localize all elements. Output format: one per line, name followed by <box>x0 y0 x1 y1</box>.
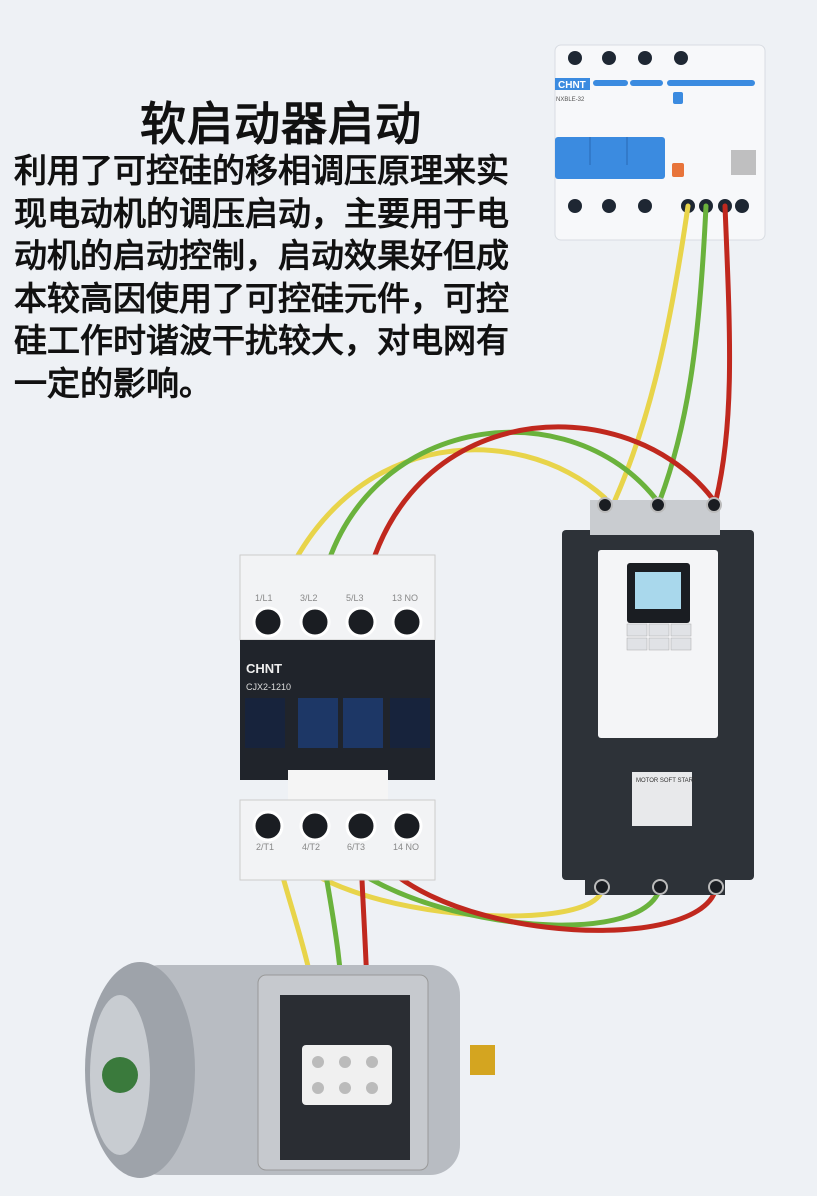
breaker-brand: CHNT <box>558 80 586 91</box>
description-line: 利用了可控硅的移相调压原理来实 <box>14 151 509 190</box>
nameplate: MOTOR SOFT START <box>636 778 697 784</box>
test-button[interactable] <box>672 163 684 177</box>
terminal-label: 13 NO <box>392 593 418 603</box>
terminal-label: 3/L2 <box>300 593 318 603</box>
description-line: 硅工作时谐波干扰较大，对电网有 <box>14 321 509 360</box>
keypad[interactable] <box>626 623 692 651</box>
description-line: 一定的影响。 <box>14 363 212 403</box>
soft-starter: MOTOR SOFT START <box>562 497 754 895</box>
description-line: 现电动机的调压启动，主要用于电 <box>14 193 509 233</box>
contactor-model: CJX2-1210 <box>246 682 291 692</box>
motor-label <box>102 1057 138 1093</box>
circuit-breaker: CHNT NXBLE-32 <box>554 44 766 241</box>
motor <box>85 962 495 1178</box>
terminal-label: 6/T3 <box>347 842 365 852</box>
qr-code <box>731 150 756 175</box>
description-line: 动机的启动控制，启动效果好但成 <box>14 236 509 275</box>
terminal-label: 2/T1 <box>256 842 274 852</box>
contactor-brand: CHNT <box>246 661 282 676</box>
terminal-label: 4/T2 <box>302 842 320 852</box>
description-line: 本较高因使用了可控硅元件，可控 <box>14 278 509 318</box>
terminal-label: 5/L3 <box>346 593 364 603</box>
terminal-label: 14 NO <box>393 842 419 852</box>
page-title: 软启动器启动 <box>140 97 422 151</box>
breaker-model: NXBLE-32 <box>556 97 585 103</box>
contactor: CHNT CJX2-1210 1/L1 3/L2 5/L3 13 NO 2/T1… <box>239 554 436 881</box>
description: 利用了可控硅的移相调压原理来实 现电动机的调压启动，主要用于电 动机的启动控制，… <box>14 150 534 405</box>
breaker-switch[interactable] <box>555 137 665 179</box>
lcd-display <box>635 572 681 609</box>
terminal-label: 1/L1 <box>255 593 273 603</box>
